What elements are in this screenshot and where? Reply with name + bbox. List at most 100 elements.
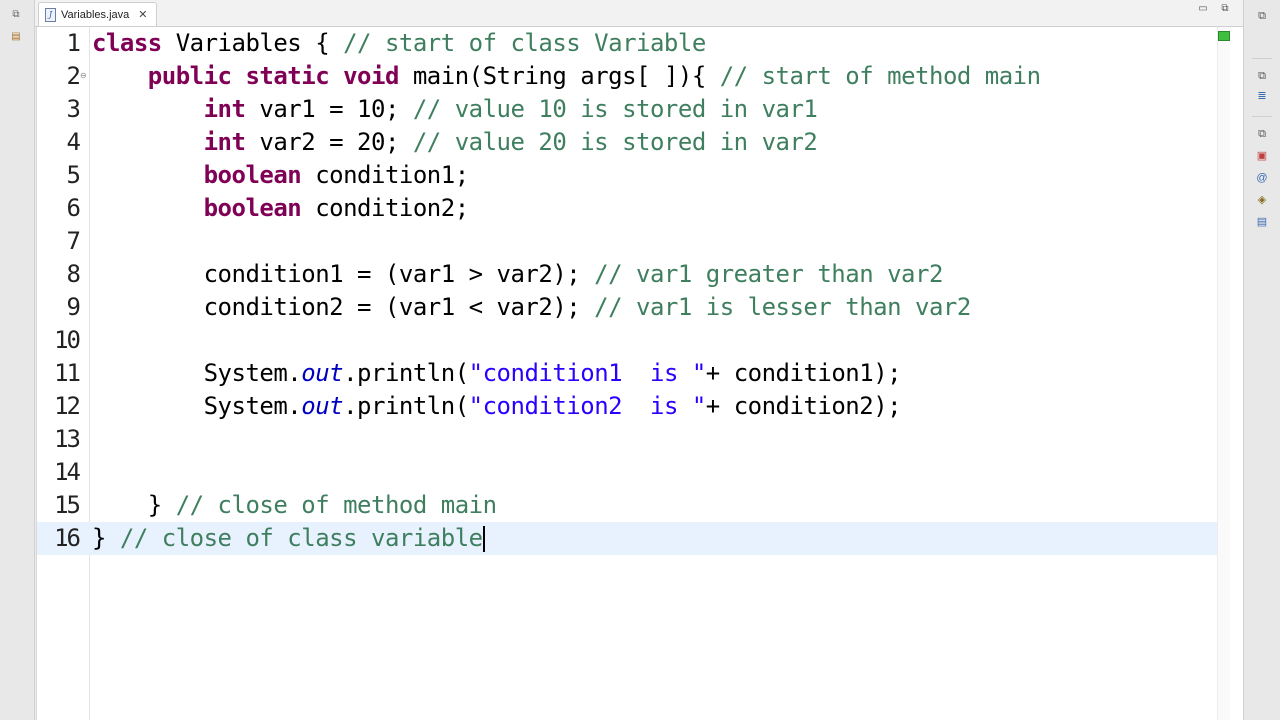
package-explorer-icon[interactable]: ▤ bbox=[11, 31, 21, 42]
code-text: } // close of class variable bbox=[92, 522, 485, 555]
keyword-token: static bbox=[245, 62, 330, 90]
code-text: System.out.println("condition1 is "+ con… bbox=[92, 357, 902, 390]
code-token bbox=[92, 161, 204, 189]
code-token bbox=[92, 128, 204, 156]
keyword-token: boolean bbox=[203, 194, 302, 222]
text-caret bbox=[482, 526, 485, 552]
line-number: 14 bbox=[54, 458, 81, 486]
line-number: 11 bbox=[54, 359, 81, 387]
code-line[interactable]: 10 bbox=[37, 324, 1230, 357]
code-line[interactable]: 2⊖ public static void main(String args[ … bbox=[37, 60, 1230, 93]
code-text: System.out.println("condition2 is "+ con… bbox=[92, 390, 902, 423]
keyword-token: int bbox=[203, 128, 246, 156]
code-line[interactable]: 9 condition2 = (var1 < var2); // var1 is… bbox=[37, 291, 1230, 324]
comment-token: // var1 greater than var2 bbox=[594, 260, 943, 288]
code-token: .println( bbox=[343, 359, 469, 387]
restore-icon[interactable]: ⧉ bbox=[12, 9, 20, 20]
tab-title: Variables.java bbox=[61, 8, 130, 21]
field-token: out bbox=[301, 392, 344, 420]
minimize-icon[interactable]: ▭ bbox=[1198, 3, 1208, 14]
keyword-token: class bbox=[92, 29, 162, 57]
comment-token: // start of class Variable bbox=[343, 29, 706, 57]
code-token: .println( bbox=[343, 392, 469, 420]
line-number: 6 bbox=[66, 194, 81, 222]
code-text: boolean condition2; bbox=[92, 192, 470, 225]
line-number: 12 bbox=[54, 392, 81, 420]
code-token: condition2; bbox=[301, 194, 469, 222]
right-trim-bar: ⧉ ⧉ ≣ ⧉ ▣ @ ◈ ▤ bbox=[1243, 0, 1280, 720]
code-line[interactable]: 16 } // close of class variable bbox=[37, 522, 1230, 555]
code-line[interactable]: 13 bbox=[37, 423, 1230, 456]
code-line[interactable]: 12 System.out.println("condition2 is "+ … bbox=[37, 390, 1230, 423]
comment-token: // close of method main bbox=[175, 491, 497, 519]
overview-ruler[interactable] bbox=[1217, 27, 1230, 720]
string-token: "condition2 is " bbox=[468, 392, 707, 420]
keyword-token: boolean bbox=[203, 161, 302, 189]
editor-tab-bar: J Variables.java ✕ ▭ ⧉ bbox=[35, 0, 1244, 27]
code-line[interactable]: 14 bbox=[37, 456, 1230, 489]
line-number: 9 bbox=[66, 293, 81, 321]
code-token bbox=[92, 194, 204, 222]
line-number: 7 bbox=[66, 227, 81, 255]
code-token: } bbox=[92, 491, 176, 519]
close-icon[interactable]: ✕ bbox=[138, 9, 148, 21]
code-line[interactable]: 5 boolean condition1; bbox=[37, 159, 1230, 192]
code-line[interactable]: 8 condition1 = (var1 > var2); // var1 gr… bbox=[37, 258, 1230, 291]
javadoc-icon[interactable]: @ bbox=[1256, 172, 1268, 184]
line-number: 3 bbox=[66, 95, 81, 123]
comment-token: // value 20 is stored in var2 bbox=[412, 128, 818, 156]
code-line[interactable]: 11 System.out.println("condition1 is "+ … bbox=[37, 357, 1230, 390]
comment-token: // var1 is lesser than var2 bbox=[594, 293, 971, 321]
restore-icon[interactable]: ⧉ bbox=[1258, 10, 1266, 22]
line-number: 4 bbox=[66, 128, 81, 156]
code-token: Variables { bbox=[161, 29, 344, 57]
code-line[interactable]: 7 bbox=[37, 225, 1230, 258]
line-number: 16 bbox=[54, 524, 81, 552]
code-token: + condition2); bbox=[705, 392, 902, 420]
comment-token: // value 10 is stored in var1 bbox=[412, 95, 818, 123]
code-token: var2 = 20; bbox=[245, 128, 413, 156]
line-number: 13 bbox=[54, 425, 81, 453]
code-token: condition1 = (var1 > var2); bbox=[92, 260, 595, 288]
code-text: condition1 = (var1 > var2); // var1 grea… bbox=[92, 258, 944, 291]
code-text: int var2 = 20; // value 20 is stored in … bbox=[92, 126, 818, 159]
line-number-gutter bbox=[37, 27, 90, 720]
code-token: var1 = 10; bbox=[245, 95, 413, 123]
code-token bbox=[232, 62, 246, 90]
tasks-icon[interactable]: ▣ bbox=[1256, 150, 1268, 162]
line-number: 10 bbox=[54, 326, 81, 354]
code-token: condition1; bbox=[301, 161, 469, 189]
code-text: } // close of method main bbox=[92, 489, 497, 522]
keyword-token: int bbox=[203, 95, 246, 123]
code-text: condition2 = (var1 < var2); // var1 is l… bbox=[92, 291, 972, 324]
fold-collapse-icon[interactable]: ⊖ bbox=[80, 71, 87, 80]
code-text: class Variables { // start of class Vari… bbox=[92, 27, 706, 60]
maximize-icon[interactable]: ⧉ bbox=[1221, 3, 1229, 14]
code-line[interactable]: 6 boolean condition2; bbox=[37, 192, 1230, 225]
left-trim-bar: ⧉ ▤ bbox=[0, 0, 35, 720]
code-line[interactable]: 4 int var2 = 20; // value 20 is stored i… bbox=[37, 126, 1230, 159]
keyword-token: void bbox=[343, 62, 399, 90]
code-text: boolean condition1; bbox=[92, 159, 470, 192]
string-token: "condition1 is " bbox=[468, 359, 707, 387]
code-token: System. bbox=[92, 392, 302, 420]
tab-variables-java[interactable]: J Variables.java ✕ bbox=[38, 2, 157, 26]
code-token bbox=[92, 62, 148, 90]
restore-icon[interactable]: ⧉ bbox=[1258, 128, 1266, 140]
comment-token: // start of method main bbox=[719, 62, 1041, 90]
java-file-icon: J bbox=[45, 7, 56, 22]
code-text: public static void main(String args[ ]){… bbox=[92, 60, 1041, 93]
code-line[interactable]: 15 } // close of method main bbox=[37, 489, 1230, 522]
toolbar-separator bbox=[1252, 58, 1272, 59]
code-token: + condition1); bbox=[705, 359, 902, 387]
line-number: 2 bbox=[66, 62, 81, 90]
code-line[interactable]: 3 int var1 = 10; // value 10 is stored i… bbox=[37, 93, 1230, 126]
console-icon[interactable]: ▤ bbox=[1256, 216, 1268, 228]
outline-icon[interactable]: ≣ bbox=[1257, 90, 1267, 102]
declaration-icon[interactable]: ◈ bbox=[1257, 194, 1267, 206]
toolbar-separator bbox=[1252, 116, 1272, 117]
restore-icon[interactable]: ⧉ bbox=[1258, 70, 1266, 82]
